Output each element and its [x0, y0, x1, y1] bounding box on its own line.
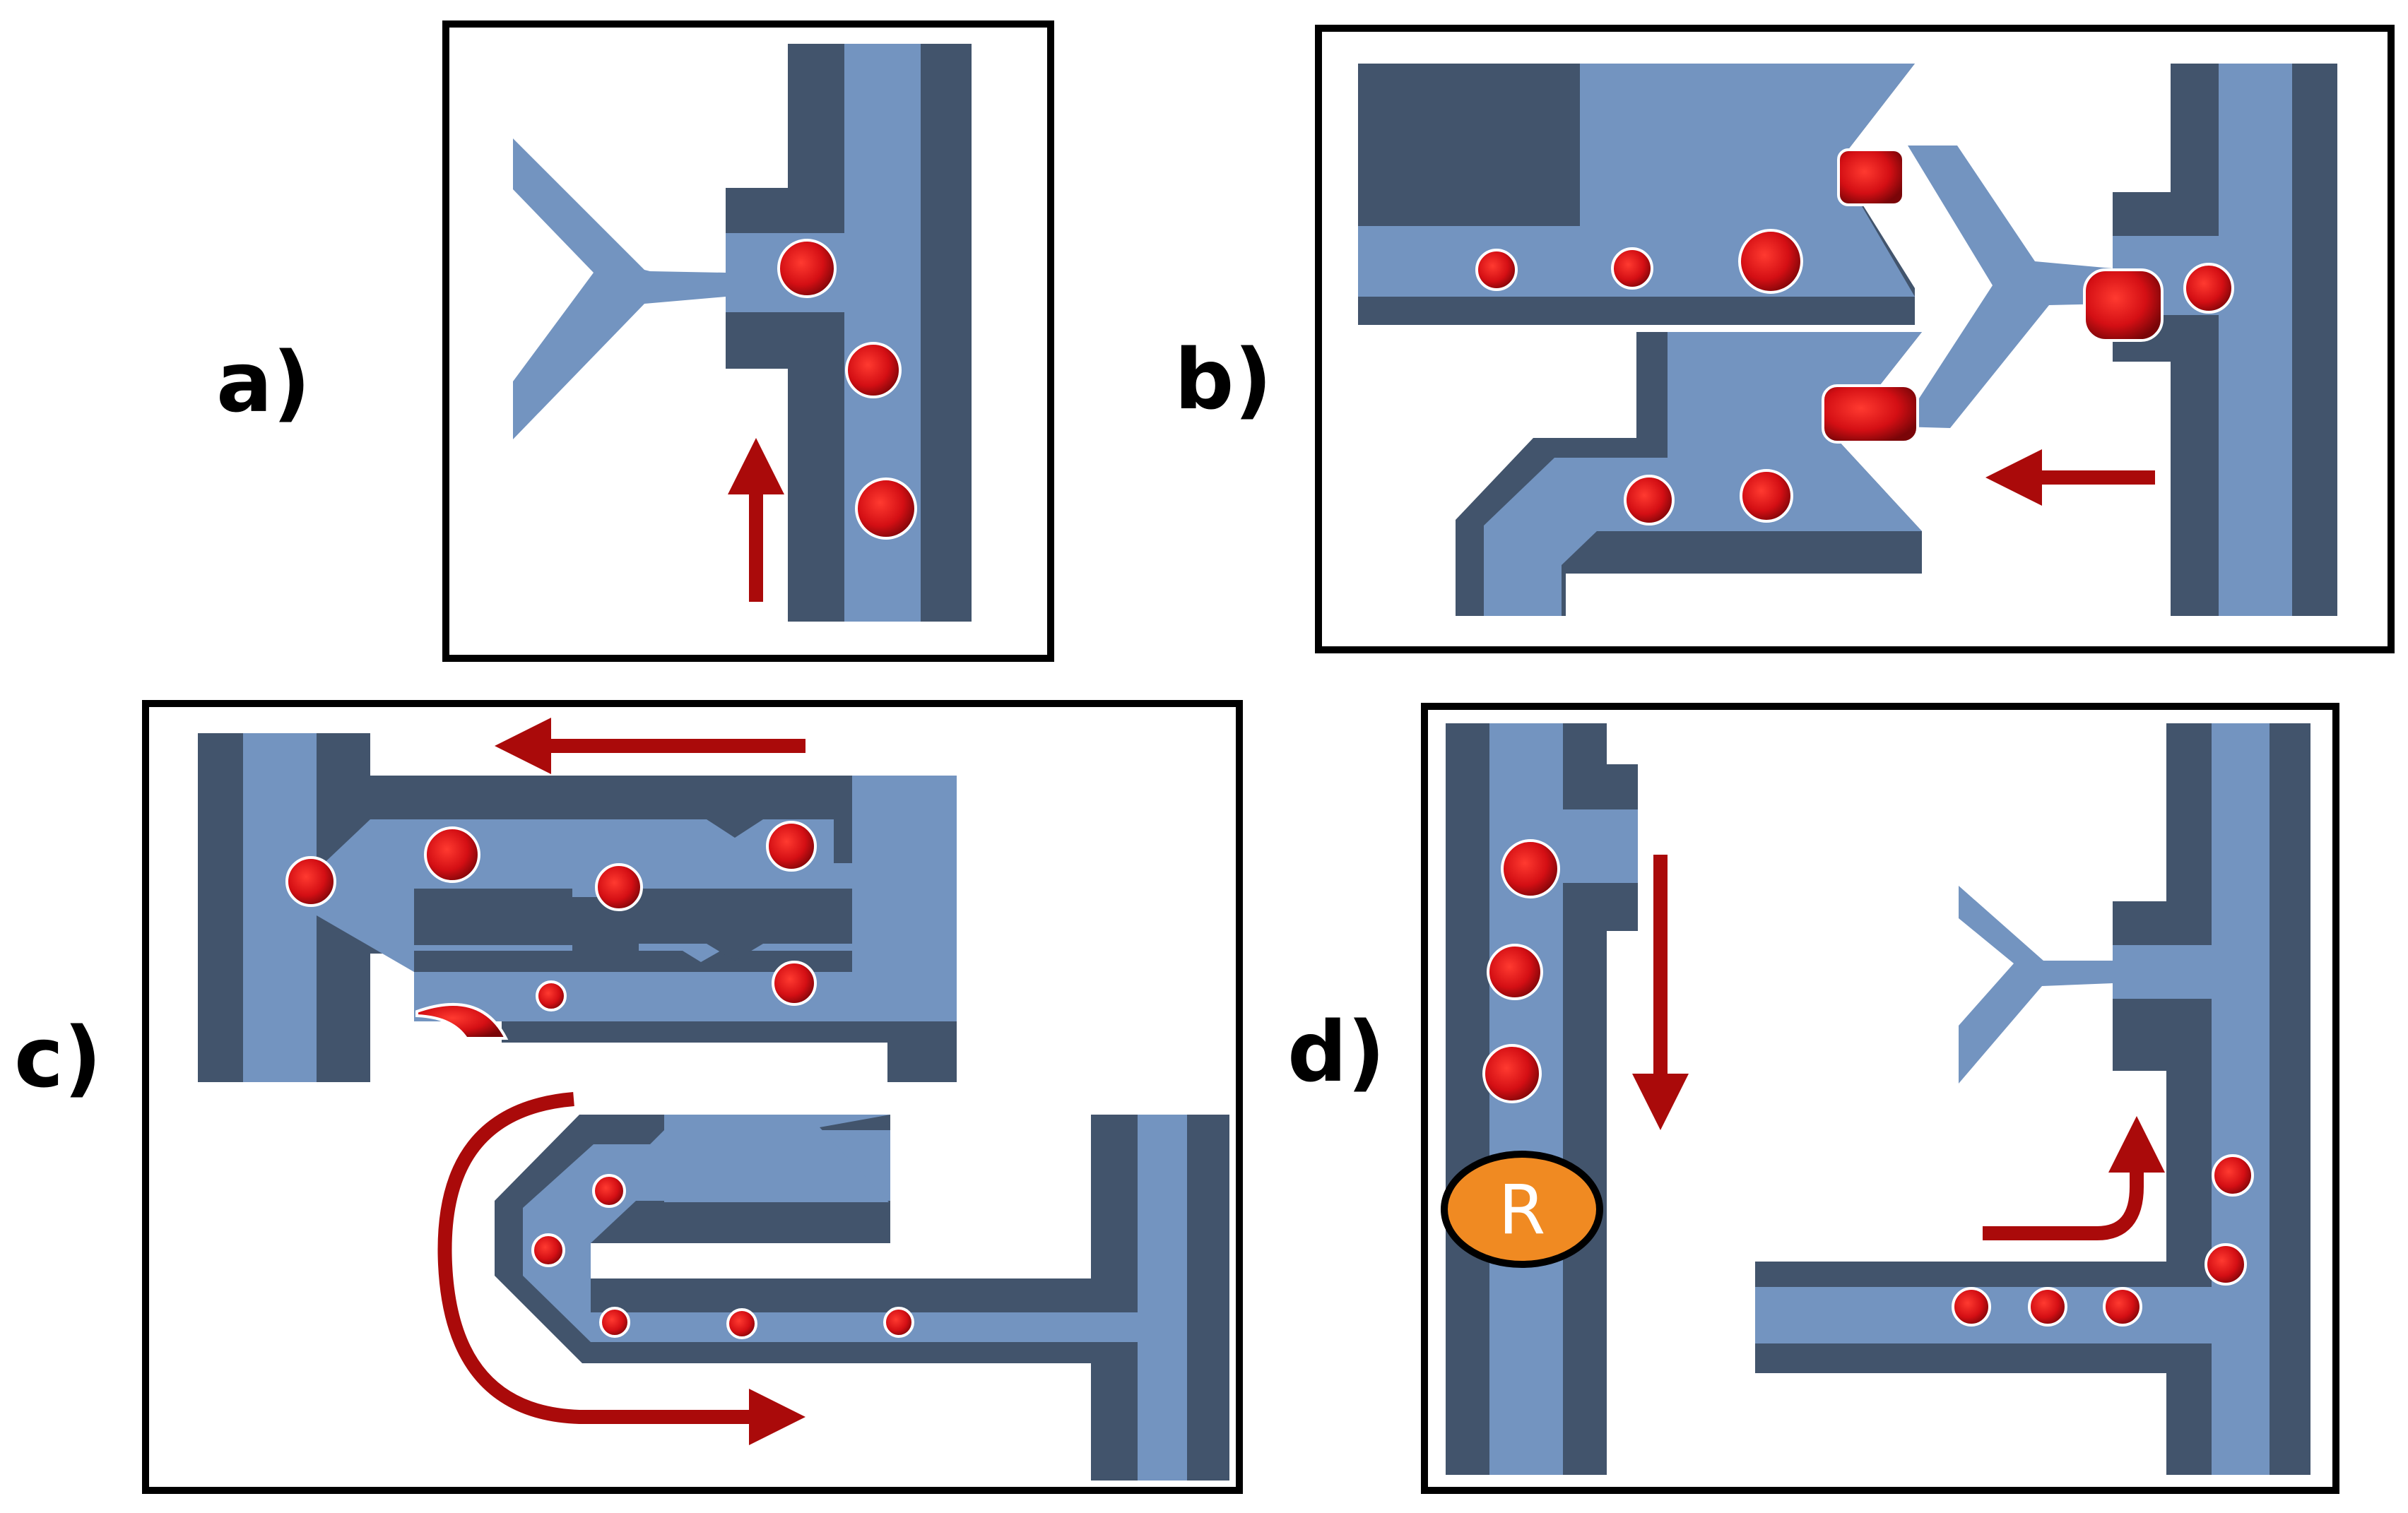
curved-arrow-icon	[1983, 1116, 2165, 1240]
chamber-lower-fluid	[1484, 332, 1922, 616]
particle	[595, 863, 643, 911]
panel-c-label: c)	[14, 1009, 102, 1106]
particle-cluster	[2083, 268, 2164, 342]
particle	[883, 1307, 914, 1338]
particle	[2212, 1154, 2254, 1197]
panel-b: b)	[1174, 25, 2395, 653]
particle	[1611, 247, 1653, 290]
particle	[531, 1233, 565, 1267]
particle	[1482, 1044, 1542, 1103]
channel	[2219, 64, 2292, 616]
channel	[2212, 723, 2270, 1475]
curved-arrow-icon	[437, 1092, 805, 1445]
particle	[2183, 263, 2234, 314]
marker-r-label: R	[1499, 1170, 1546, 1250]
panel-d: R d)	[1287, 703, 2339, 1494]
u-channel-wall	[495, 1115, 1229, 1481]
particle	[1952, 1287, 1991, 1327]
particle	[2205, 1243, 2247, 1286]
particle	[1487, 944, 1543, 1000]
particle	[777, 239, 837, 298]
particle	[2028, 1287, 2067, 1327]
channel	[243, 733, 317, 1082]
chamber-block	[414, 889, 572, 945]
y-splitter	[1901, 146, 2113, 428]
particle	[772, 961, 817, 1006]
particle	[726, 1308, 757, 1339]
particle	[1740, 469, 1793, 523]
panel-d-frame	[1421, 703, 2339, 1494]
particle	[1624, 475, 1675, 526]
particle	[766, 821, 817, 872]
y-splitter	[1959, 886, 2113, 1084]
chamber-block	[1375, 148, 1580, 226]
particle	[855, 477, 917, 540]
particle	[424, 826, 480, 883]
channel	[1563, 809, 1638, 883]
particle	[592, 1174, 626, 1208]
particle-cluster	[1822, 384, 1919, 444]
channel-wall	[887, 1043, 957, 1082]
chamber-tab	[664, 1115, 890, 1202]
panel-b-label: b)	[1174, 331, 1272, 428]
panel-a-label: a)	[216, 333, 311, 431]
particle	[1475, 249, 1518, 291]
y-splitter	[513, 138, 726, 439]
particle	[1738, 229, 1803, 294]
chamber-block	[639, 889, 852, 961]
panel-d-label: d)	[1287, 1003, 1385, 1100]
particle	[2103, 1287, 2142, 1327]
panel-b-frame	[1315, 25, 2395, 653]
panel-a: a)	[216, 20, 1054, 662]
panel-a-frame	[442, 20, 1054, 662]
panel-c-frame	[142, 700, 1243, 1494]
particle	[1501, 839, 1560, 898]
channel	[852, 776, 957, 1021]
particle-cluster	[1837, 148, 1905, 206]
channel	[2113, 945, 2212, 999]
panel-c: c)	[14, 700, 1243, 1494]
particle-cluster	[415, 1002, 509, 1040]
particle	[845, 342, 902, 398]
particle	[536, 980, 567, 1011]
particle	[599, 1307, 630, 1338]
particle	[285, 856, 336, 907]
marker-r	[1441, 1151, 1603, 1268]
